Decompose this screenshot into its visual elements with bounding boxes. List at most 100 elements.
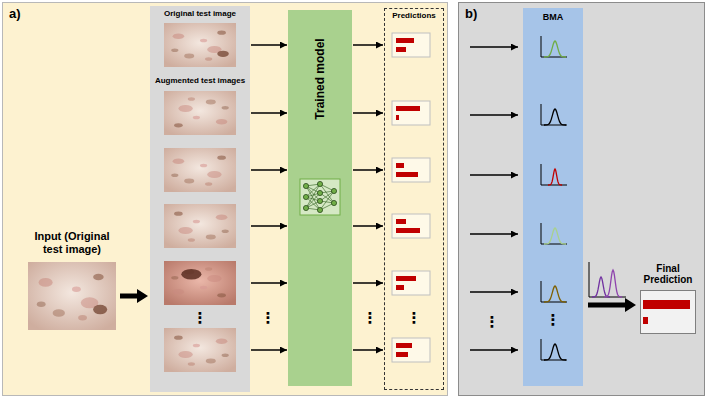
skin-spot <box>81 297 99 308</box>
input-label: Input (Original test image) <box>26 230 118 256</box>
ellipsis-mark: ⋮ <box>360 308 380 328</box>
skin-image <box>164 261 236 305</box>
label-holder: ⋮ <box>190 308 210 328</box>
column-title: BMA <box>523 12 583 23</box>
image-caption: Augmented test images <box>150 76 250 86</box>
network-node <box>317 190 322 195</box>
prediction-chart <box>392 271 430 295</box>
plot-axes <box>541 164 567 185</box>
label-holder: ⋮ <box>482 312 502 332</box>
skin-spot <box>206 100 216 105</box>
skin-spot <box>72 286 81 291</box>
skin-spot <box>216 214 228 220</box>
skin-spot <box>207 171 221 178</box>
prediction-chart <box>392 338 430 362</box>
prediction-chart <box>392 214 430 238</box>
label-holder: ⋮ <box>543 310 563 330</box>
panel-label: b) <box>465 6 477 21</box>
prediction-chart <box>392 33 430 57</box>
prediction-chart <box>392 158 430 182</box>
network-link <box>306 193 320 208</box>
network-link <box>306 193 320 197</box>
skin-spot <box>222 230 229 234</box>
flow-arrow <box>251 112 287 114</box>
plot-axes <box>541 281 567 302</box>
skin-spot <box>78 315 87 320</box>
probability-bar <box>396 276 416 281</box>
input-arrow <box>470 233 518 235</box>
skin-spot <box>178 227 192 234</box>
skin-spot <box>200 39 207 43</box>
skin-spot <box>217 31 226 35</box>
panel: a)Original test imageAugmented test imag… <box>2 2 448 396</box>
label-holder: ⋮ <box>360 308 380 328</box>
predictions-box: Predictions <box>384 8 444 390</box>
skin-spot <box>216 119 228 125</box>
probability-bar <box>396 343 412 348</box>
distribution-curve <box>604 270 622 297</box>
skin-spot <box>200 286 207 290</box>
skin-background <box>164 148 236 192</box>
skin-spot <box>173 158 185 164</box>
skin-spot <box>173 289 185 295</box>
flow-arrow <box>353 349 383 351</box>
skin-background <box>164 91 236 135</box>
skin-image <box>164 328 236 372</box>
chart-frame <box>392 338 430 362</box>
lesion <box>93 305 107 315</box>
skin-spot <box>188 97 195 101</box>
input-arrow <box>470 291 518 293</box>
flow-arrow <box>251 44 287 46</box>
network-node <box>317 207 322 212</box>
skin-spot <box>174 123 183 127</box>
lesion <box>217 51 229 57</box>
flow-arrow <box>353 112 383 114</box>
prediction-box <box>640 290 696 334</box>
skin-spot <box>206 359 216 364</box>
skin-spot <box>39 278 53 287</box>
skin-spot <box>216 338 228 344</box>
label-holder: Input (Original test image) <box>26 230 118 256</box>
skin-spot <box>207 275 221 282</box>
skin-spot <box>184 270 194 275</box>
label-holder: ⋮ <box>404 308 424 328</box>
network-link <box>320 191 334 201</box>
skin-background <box>164 328 236 372</box>
chart-frame <box>392 101 430 125</box>
skin-spot <box>188 238 195 242</box>
skin-image <box>164 148 236 192</box>
skin-spot <box>174 212 183 216</box>
chart-frame <box>392 158 430 182</box>
network-link <box>320 191 334 210</box>
result-arrow <box>588 298 636 312</box>
flow-arrow <box>251 349 287 351</box>
plot-axes <box>541 339 567 360</box>
ellipsis-mark: ⋮ <box>482 312 502 332</box>
image-column: Original test imageAugmented test images <box>150 6 250 392</box>
network-link <box>320 201 334 203</box>
skin-spot <box>174 336 183 340</box>
probability-bar <box>396 352 408 357</box>
skin-spot <box>178 105 192 112</box>
network-link <box>306 184 320 186</box>
skin-spot <box>217 156 226 160</box>
chart-frame <box>392 33 430 57</box>
network-node <box>303 205 308 210</box>
skin-spot <box>171 276 178 280</box>
label-holder: ⋮ <box>258 308 278 328</box>
skin-image <box>28 262 116 330</box>
chart-frame <box>392 214 430 238</box>
skin-image <box>164 23 236 67</box>
input-arrow <box>470 114 518 116</box>
skin-image <box>164 204 236 248</box>
distribution-curve <box>544 41 566 57</box>
flow-arrow <box>251 169 287 171</box>
skin-spot <box>37 301 46 306</box>
panel: b)BMAFinal Prediction <box>458 2 705 396</box>
skin-spot <box>171 49 178 53</box>
distribution-curve <box>544 286 566 302</box>
probability-bar <box>396 285 404 290</box>
